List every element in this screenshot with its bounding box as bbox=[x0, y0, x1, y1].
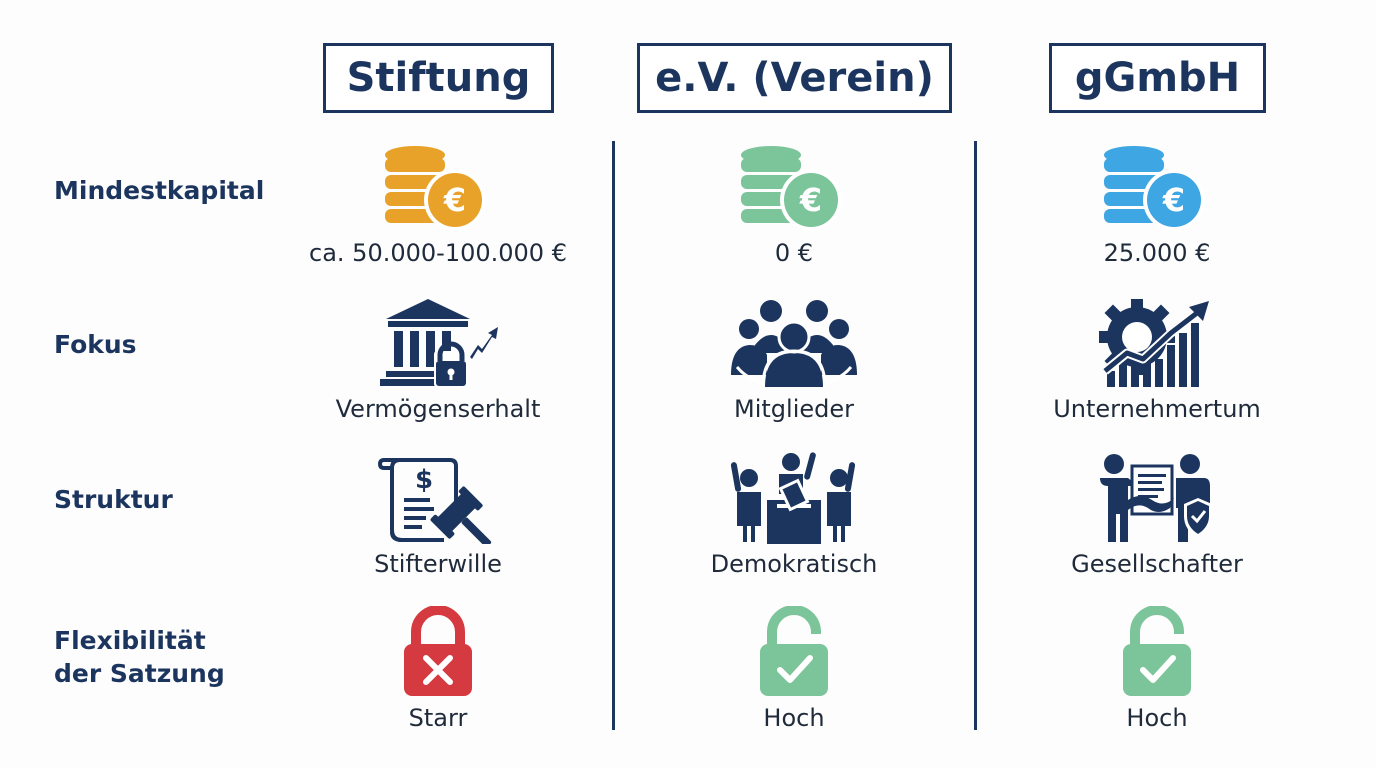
cell-stiftung-struktur: $ Stifterwille bbox=[258, 452, 618, 602]
row-label-flexibilitaet: Flexibilität der Satzung bbox=[54, 626, 225, 688]
value-verein-struktur: Demokratisch bbox=[710, 550, 878, 578]
column-divider bbox=[612, 141, 615, 730]
handshake-contract-icon bbox=[1100, 454, 1212, 542]
value-verein-fokus: Mitglieder bbox=[734, 395, 854, 423]
value-ggmbh-flexibilitaet: Hoch bbox=[1126, 704, 1188, 732]
value-stiftung-mindestkapital: ca. 50.000-100.000 € bbox=[309, 239, 567, 267]
row-label-mindestkapital: Mindestkapital bbox=[54, 176, 265, 205]
cell-verein-fokus: Mitglieder bbox=[614, 297, 974, 447]
voting-ballot-icon bbox=[730, 452, 856, 544]
cell-verein-mindestkapital: € 0 € bbox=[614, 143, 974, 293]
lock-open-check-icon bbox=[760, 606, 828, 696]
bank-lock-icon bbox=[380, 299, 498, 387]
svg-text:$: $ bbox=[415, 465, 433, 495]
lock-open-check-icon bbox=[1123, 606, 1191, 696]
value-stiftung-struktur: Stifterwille bbox=[374, 550, 502, 578]
coins-euro-icon: € bbox=[385, 146, 486, 231]
svg-text:€: € bbox=[443, 181, 466, 219]
row-label-fokus: Fokus bbox=[54, 330, 137, 359]
coins-euro-icon: € bbox=[1104, 146, 1205, 231]
column-header-verein: e.V. (Verein) bbox=[637, 43, 952, 113]
column-header-ggmbh: gGmbH bbox=[1049, 43, 1266, 113]
cell-verein-flexibilitaet: Hoch bbox=[614, 606, 974, 756]
value-stiftung-flexibilitaet: Starr bbox=[408, 704, 468, 732]
value-ggmbh-mindestkapital: 25.000 € bbox=[1103, 239, 1211, 267]
cell-ggmbh-flexibilitaet: Hoch bbox=[977, 606, 1337, 756]
community-group-icon bbox=[731, 300, 857, 388]
svg-text:€: € bbox=[799, 181, 822, 219]
cell-verein-struktur: Demokratisch bbox=[614, 452, 974, 602]
value-verein-flexibilitaet: Hoch bbox=[763, 704, 825, 732]
value-ggmbh-struktur: Gesellschafter bbox=[1071, 550, 1243, 578]
svg-text:€: € bbox=[1162, 181, 1185, 219]
row-label-struktur: Struktur bbox=[54, 485, 173, 514]
column-divider bbox=[974, 141, 977, 730]
cell-stiftung-mindestkapital: € ca. 50.000-100.000 € bbox=[258, 143, 618, 293]
cell-ggmbh-fokus: Unternehmertum bbox=[977, 297, 1337, 447]
document-gavel-icon: $ bbox=[378, 458, 492, 544]
coins-euro-icon: € bbox=[741, 146, 842, 231]
value-ggmbh-fokus: Unternehmertum bbox=[1053, 395, 1261, 423]
column-header-stiftung: Stiftung bbox=[323, 43, 554, 113]
value-stiftung-fokus: Vermögenserhalt bbox=[335, 395, 541, 423]
value-verein-mindestkapital: 0 € bbox=[774, 239, 814, 267]
cell-ggmbh-struktur: Gesellschafter bbox=[977, 452, 1337, 602]
cell-ggmbh-mindestkapital: € 25.000 € bbox=[977, 143, 1337, 293]
cell-stiftung-fokus: Vermögenserhalt bbox=[258, 297, 618, 447]
cell-stiftung-flexibilitaet: Starr bbox=[258, 606, 618, 756]
gear-growth-chart-icon bbox=[1099, 299, 1209, 387]
lock-closed-x-icon bbox=[404, 606, 472, 696]
